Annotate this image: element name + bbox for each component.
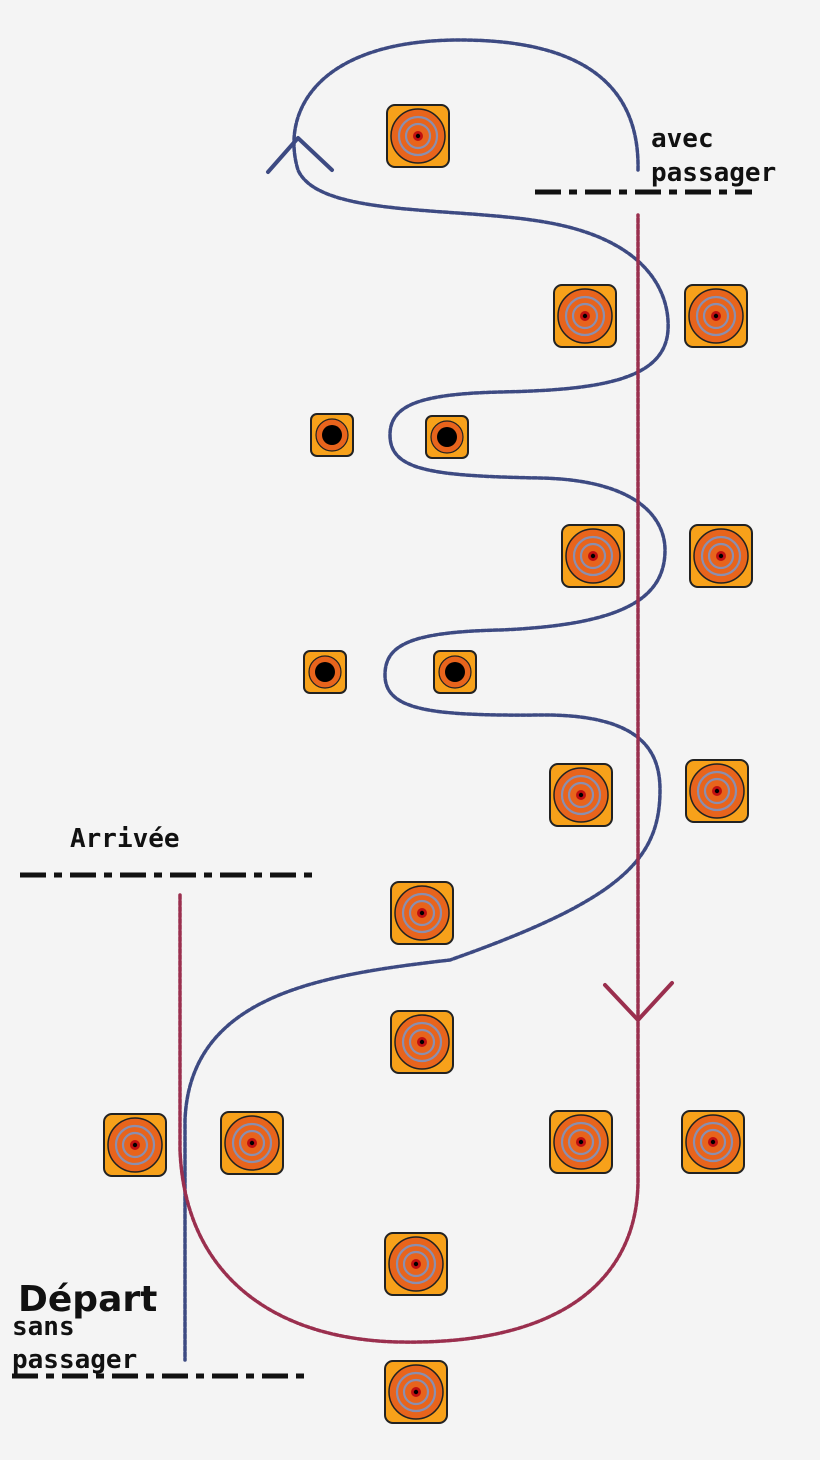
- marker-cone-icon: [433, 650, 477, 694]
- traffic-cone-icon: [389, 880, 455, 946]
- label-arrivee: Arrivée: [70, 824, 180, 854]
- label-sans: sans: [12, 1312, 75, 1342]
- path-without-passenger: [178, 213, 640, 1344]
- arrow-head-icon: [603, 981, 674, 1022]
- marker-cone-icon: [303, 650, 347, 694]
- label-depart: Départ: [18, 1279, 157, 1320]
- traffic-cone-icon: [684, 758, 750, 824]
- traffic-cone-icon: [385, 103, 451, 169]
- label-passager-top: passager: [651, 158, 776, 188]
- traffic-cone-icon: [683, 283, 749, 349]
- traffic-cone-icon: [548, 762, 614, 828]
- traffic-cone-icon: [383, 1359, 449, 1425]
- traffic-cone-icon: [548, 1109, 614, 1175]
- traffic-cone-icon: [560, 523, 626, 589]
- arrow-head-icon: [266, 136, 334, 174]
- traffic-cone-icon: [389, 1009, 455, 1075]
- traffic-cone-icon: [688, 523, 754, 589]
- path-with-passenger: [183, 38, 670, 1362]
- marker-cone-icon: [425, 415, 469, 459]
- traffic-cone-icon: [383, 1231, 449, 1297]
- traffic-cone-icon: [680, 1109, 746, 1175]
- marker-cone-icon: [310, 413, 354, 457]
- label-avec: avec: [651, 124, 714, 154]
- traffic-cone-icon: [102, 1112, 168, 1178]
- label-passager-bottom: passager: [12, 1345, 137, 1375]
- traffic-cone-icon: [219, 1110, 285, 1176]
- traffic-cone-icon: [552, 283, 618, 349]
